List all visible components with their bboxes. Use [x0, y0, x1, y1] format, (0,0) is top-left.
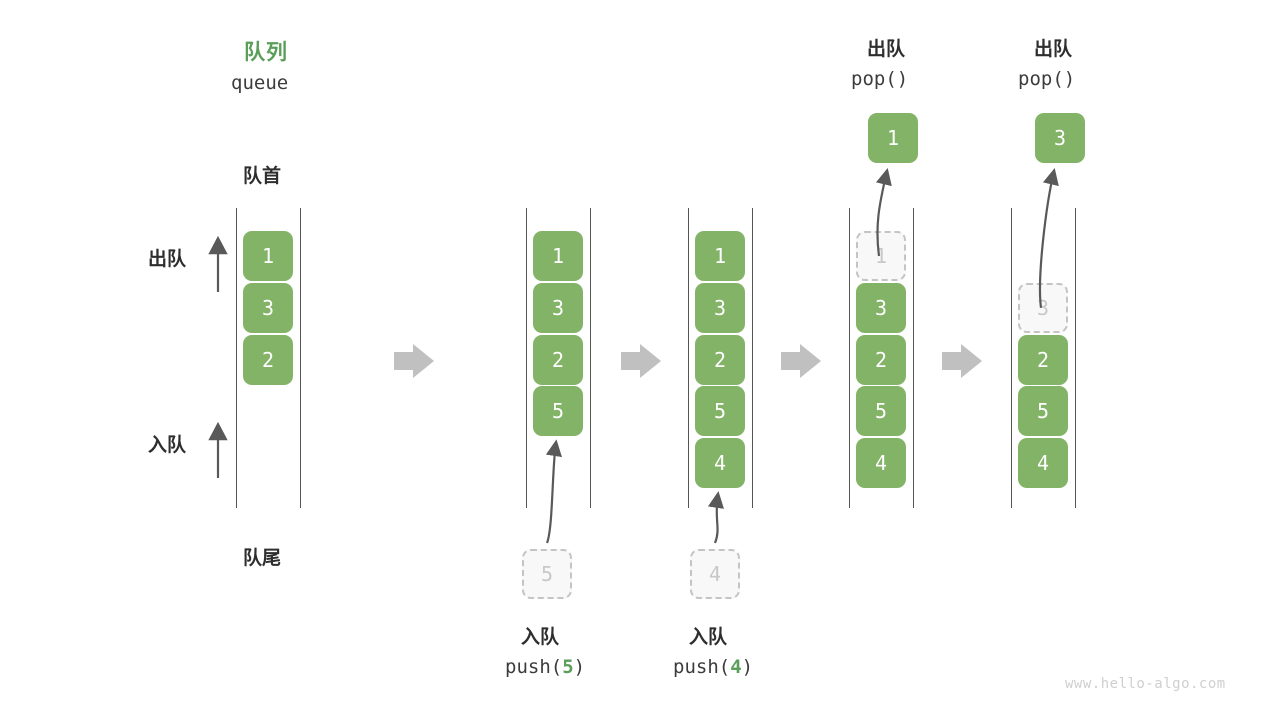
- flow-arrow: [394, 344, 434, 378]
- push-motion-arrow: [545, 439, 562, 544]
- operation-label-code: pop(): [1018, 68, 1076, 90]
- queue-cell-ghost: 1: [856, 231, 906, 281]
- flow-arrow-shape: [942, 344, 982, 378]
- queue-cell: 4: [1018, 438, 1068, 489]
- enqueue-direction-label: 入队: [148, 435, 187, 456]
- site-watermark: www.hello-algo.com: [1065, 676, 1226, 692]
- push-source-ghost: 5: [522, 549, 572, 599]
- queue-cell: 2: [1018, 334, 1068, 385]
- operation-label-cn: 入队: [689, 627, 728, 648]
- queue-rail-left: [688, 208, 689, 508]
- queue-cell: 4: [856, 438, 906, 489]
- queue-rail-right: [752, 208, 753, 508]
- queue-cell: 5: [533, 386, 583, 437]
- queue-rail-left: [1011, 208, 1012, 508]
- queue-cell: 3: [243, 282, 293, 333]
- queue-cell: 1: [695, 231, 745, 281]
- flow-arrow-shape: [394, 344, 434, 378]
- queue-cell: 3: [533, 282, 583, 333]
- queue-front-label: 队首: [243, 166, 282, 187]
- popped-element: 1: [868, 113, 918, 163]
- operation-label-code: push(4): [673, 656, 754, 678]
- queue-cell: 1: [533, 231, 583, 281]
- queue-rail-right: [1075, 208, 1076, 508]
- push-source-ghost: 4: [690, 549, 740, 599]
- diagram-title-cn: 队列: [244, 41, 288, 64]
- operation-label-cn: 出队: [867, 39, 906, 60]
- operation-label-code: push(5): [505, 656, 586, 678]
- operation-label-code: pop(): [851, 68, 909, 90]
- queue-cell: 2: [856, 334, 906, 385]
- queue-cell: 2: [695, 334, 745, 385]
- queue-rail-left: [526, 208, 527, 508]
- queue-rail-right: [300, 208, 301, 508]
- queue-cell: 4: [695, 438, 745, 489]
- dequeue-direction-label: 出队: [148, 249, 187, 270]
- flow-arrow-shape: [621, 344, 661, 378]
- operation-label-cn: 出队: [1034, 39, 1073, 60]
- operation-argument: 5: [562, 656, 574, 678]
- queue-rail-left: [849, 208, 850, 508]
- queue-rail-right: [913, 208, 914, 508]
- flow-arrow: [621, 344, 661, 378]
- queue-rail-left: [236, 208, 237, 508]
- operation-label-cn: 入队: [521, 627, 560, 648]
- queue-rail-right: [590, 208, 591, 508]
- queue-cell: 3: [856, 282, 906, 333]
- diagram-title-en: queue: [231, 72, 289, 94]
- push-motion-arrow: [707, 491, 724, 544]
- queue-cell-ghost: 3: [1018, 282, 1068, 333]
- flow-arrow: [781, 344, 821, 378]
- popped-element: 3: [1035, 113, 1085, 163]
- flow-arrow: [942, 344, 982, 378]
- operation-argument: 4: [730, 656, 742, 678]
- queue-cell: 5: [856, 386, 906, 437]
- flow-arrow-shape: [781, 344, 821, 378]
- queue-cell: 1: [243, 231, 293, 281]
- queue-cell: 3: [695, 282, 745, 333]
- queue-cell: 2: [243, 334, 293, 385]
- queue-rear-label: 队尾: [243, 548, 282, 569]
- queue-cell: 5: [1018, 386, 1068, 437]
- queue-cell: 5: [695, 386, 745, 437]
- queue-cell: 2: [533, 334, 583, 385]
